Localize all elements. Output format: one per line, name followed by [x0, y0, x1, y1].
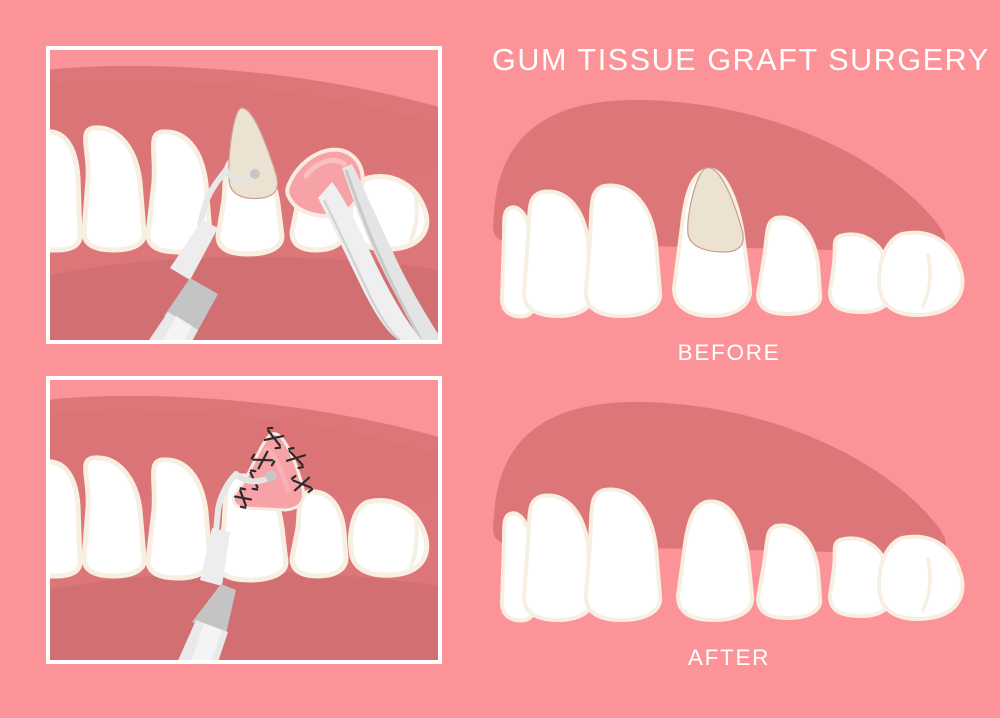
forceps-inner-shading — [322, 199, 401, 340]
probe-shaft — [170, 220, 218, 280]
tooth — [289, 489, 349, 579]
probe-handle-highlight — [191, 624, 222, 660]
after-arch-graphic — [493, 402, 965, 623]
after-illustration — [484, 398, 974, 628]
gum-lower-arc — [50, 572, 438, 660]
graft-suturing-illustration — [50, 380, 438, 660]
graft-placement-illustration — [50, 50, 438, 340]
probe-tip-ball — [250, 169, 260, 179]
tooth — [50, 129, 83, 253]
molar-cusp-groove — [408, 195, 419, 243]
tooth — [583, 183, 663, 319]
tooth — [521, 493, 595, 623]
graft-highlight — [303, 158, 347, 179]
dental-probe-instrument — [149, 167, 260, 340]
panel-graft-placement — [46, 46, 442, 344]
before-illustration — [484, 96, 974, 326]
tooth — [583, 487, 663, 623]
tooth — [81, 455, 147, 579]
page-title: GUM TISSUE GRAFT SURGERY — [492, 43, 990, 77]
forceps-inner-arm — [318, 182, 422, 340]
molar-cusp-groove — [408, 519, 419, 569]
tooth — [827, 536, 893, 619]
molar-cusp-groove — [920, 557, 932, 613]
probe-shaft — [200, 528, 230, 586]
probe-handle-highlight — [163, 316, 192, 340]
forceps-arm-shading — [344, 169, 422, 339]
tooth — [50, 459, 83, 579]
forceps-instrument — [318, 164, 438, 340]
dental-probe-instrument — [178, 470, 277, 660]
panel-graft-suturing — [46, 376, 442, 664]
exposed-tooth-root — [687, 167, 744, 253]
before-arch-graphic — [493, 100, 965, 319]
gum-shade-band — [50, 410, 438, 498]
tooth — [521, 189, 595, 319]
forceps-outer-arm — [342, 164, 438, 340]
suture-stitch — [285, 446, 307, 470]
suture-stitch — [263, 426, 285, 450]
before-caption: BEFORE — [677, 340, 781, 365]
molar-cusp-groove — [920, 253, 932, 309]
tooth — [81, 125, 147, 253]
probe-tip-ball — [265, 470, 277, 482]
suture-stitch — [290, 474, 314, 494]
tooth — [145, 129, 213, 255]
tooth — [755, 215, 823, 317]
molar — [877, 534, 965, 621]
probe-shank — [197, 167, 229, 227]
gum-lower-arc — [50, 257, 438, 340]
tooth — [827, 232, 893, 315]
tooth — [755, 523, 823, 621]
tooth-restored — [675, 499, 755, 623]
suture-stitch — [233, 487, 253, 509]
teeth-row — [499, 487, 965, 623]
probe-grip-collar — [192, 584, 236, 634]
tooth — [145, 457, 213, 581]
molar — [877, 230, 965, 317]
exposed-tooth-root — [228, 107, 279, 200]
after-caption: AFTER — [687, 645, 771, 670]
molar — [348, 498, 430, 578]
suture-stitch — [250, 450, 276, 470]
probe-shank — [213, 471, 239, 535]
